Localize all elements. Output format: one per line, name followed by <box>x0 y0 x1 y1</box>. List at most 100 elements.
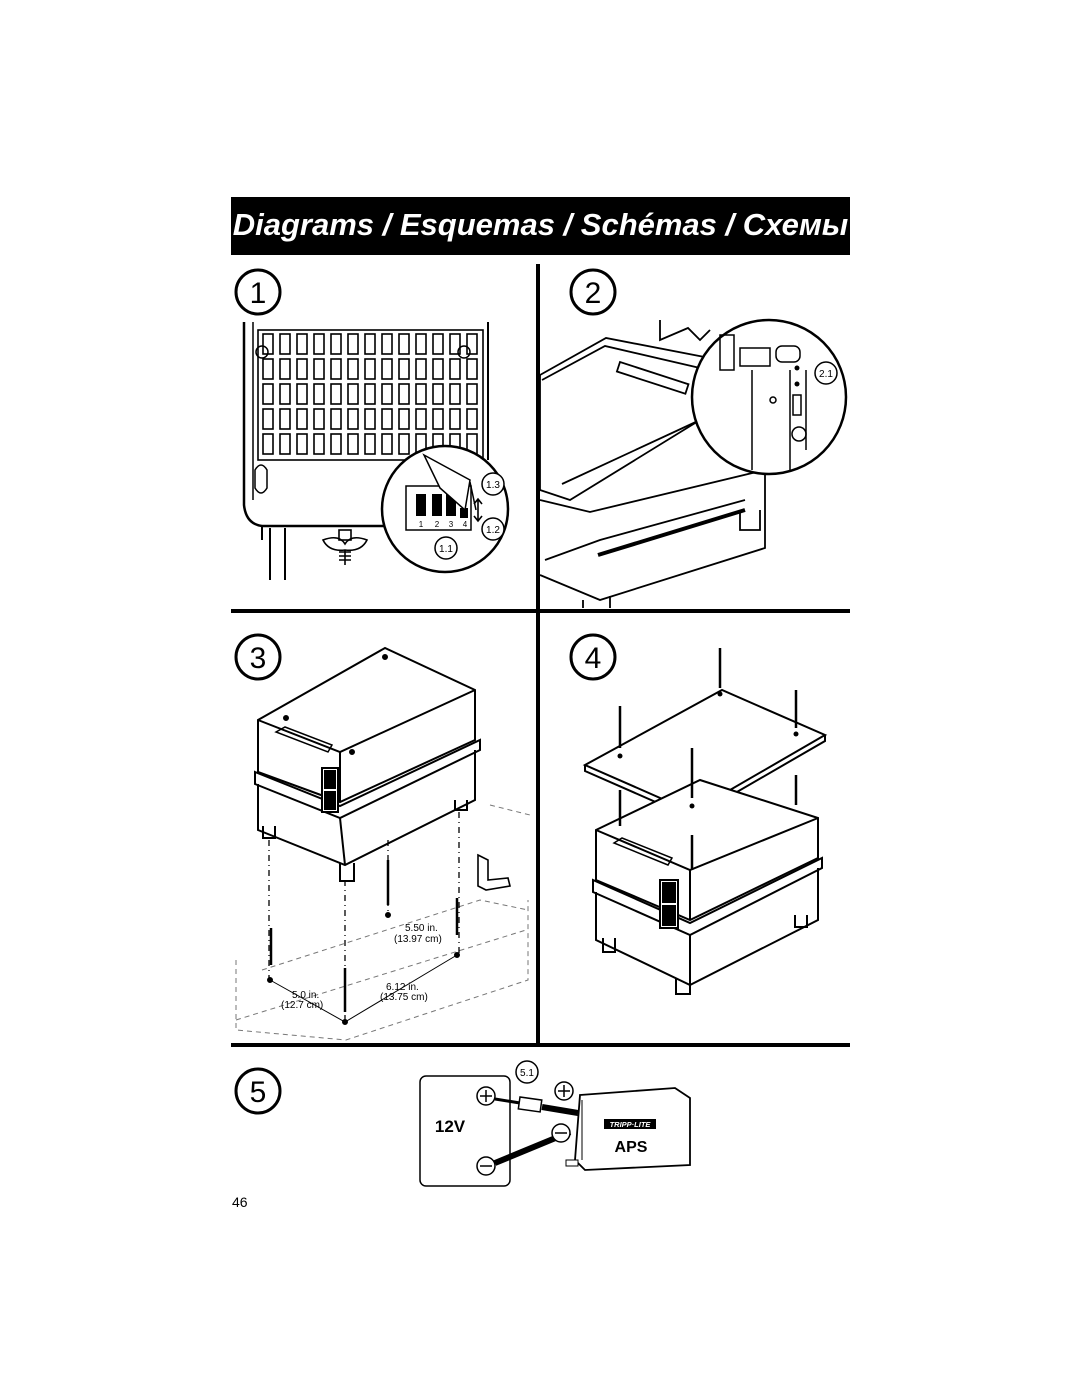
unit-top-view <box>539 320 766 608</box>
dimension-labels: 5.50 in. (13.97 cm) 6.12 in. (13.75 cm) … <box>281 923 442 1011</box>
vent-slot <box>262 383 274 405</box>
vent-slot <box>381 383 393 405</box>
battery-voltage-label: 12V <box>435 1117 466 1136</box>
connector-plug <box>719 334 735 371</box>
vent-slot <box>347 408 359 430</box>
panel-5: 5 12V 5.1 <box>234 1060 691 1187</box>
svg-text:6.12 in.: 6.12 in. <box>386 982 419 993</box>
title-bar: Diagrams / Esquemas / Schémas / Схемы <box>231 197 850 255</box>
vent-slot <box>415 358 427 380</box>
panel-number: 5 <box>250 1076 267 1109</box>
vent-slot <box>466 408 478 430</box>
vent-slot <box>330 408 342 430</box>
vent-slot <box>466 358 478 380</box>
keyhole-mount <box>254 464 268 494</box>
vent-slot <box>415 408 427 430</box>
svg-text:(13.97 cm): (13.97 cm) <box>394 934 442 945</box>
vent-slot <box>347 383 359 405</box>
svg-text:1: 1 <box>419 520 424 529</box>
vent-slot <box>415 383 427 405</box>
vent-slot <box>398 433 410 455</box>
vent-slot <box>330 333 342 355</box>
vent-slot <box>313 383 325 405</box>
vent-slot <box>262 408 274 430</box>
vent-slot <box>449 333 461 355</box>
vent-slot <box>279 433 291 455</box>
floor-outline <box>235 804 531 1041</box>
vent-slot <box>432 408 444 430</box>
svg-text:(13.75 cm): (13.75 cm) <box>380 992 428 1003</box>
vent-slot <box>449 358 461 380</box>
up-down-arrow-icon <box>473 497 483 523</box>
panel-number-badge: 5 <box>234 1067 282 1115</box>
vent-slot <box>449 383 461 405</box>
vent-slot <box>279 333 291 355</box>
panel-number-badge: 4 <box>569 633 617 681</box>
vent-slot <box>262 358 274 380</box>
svg-text:(12.7 cm): (12.7 cm) <box>281 1000 323 1011</box>
vent-slot <box>296 383 308 405</box>
vent-slot <box>432 333 444 355</box>
vent-slot <box>449 408 461 430</box>
panel-number: 1 <box>250 277 267 310</box>
svg-text:1.2: 1.2 <box>486 525 500 536</box>
vent-slot <box>347 358 359 380</box>
vent-slot <box>313 333 325 355</box>
dip-switch-3 <box>446 494 456 516</box>
bracket-icon <box>477 853 511 891</box>
callout-1-3: 1.3 <box>481 472 505 496</box>
svg-text:4: 4 <box>463 520 468 529</box>
panel-number: 3 <box>250 642 267 675</box>
callout-1-1: 1.1 <box>434 536 458 560</box>
vent-slot <box>347 333 359 355</box>
vent-slot <box>296 358 308 380</box>
aps-label: APS <box>615 1139 648 1156</box>
vent-slot <box>381 408 393 430</box>
screw-holes <box>617 691 799 809</box>
vent-slot <box>398 333 410 355</box>
unit-isometric-4 <box>592 778 823 995</box>
svg-text:2.1: 2.1 <box>819 369 833 380</box>
page-number: 46 <box>232 1194 248 1210</box>
vent-slot <box>364 433 376 455</box>
battery-negative-terminal-icon <box>476 1156 496 1176</box>
vent-slot <box>364 333 376 355</box>
battery-12v: 12V <box>419 1075 511 1187</box>
vent-slot <box>279 408 291 430</box>
floor-bolts <box>269 860 459 1012</box>
vent-slot <box>398 358 410 380</box>
svg-text:1.3: 1.3 <box>486 480 500 491</box>
vent-slot <box>415 333 427 355</box>
screw-hole <box>457 345 471 359</box>
power-cord <box>269 528 286 580</box>
screwdriver-icon <box>422 453 471 512</box>
battery-positive-terminal-icon <box>476 1086 496 1106</box>
vent-slot <box>381 433 393 455</box>
svg-text:1.1: 1.1 <box>439 544 453 555</box>
callout-5-1: 5.1 <box>515 1060 539 1084</box>
vent-slot <box>262 433 274 455</box>
svg-text:5.1: 5.1 <box>520 1068 534 1079</box>
panel-number: 2 <box>585 277 602 310</box>
unit-rear-view <box>242 322 489 580</box>
aps-negative-terminal-icon <box>551 1123 571 1143</box>
panel-1: 1 <box>234 268 510 580</box>
vent-slot <box>347 433 359 455</box>
page-title: Diagrams / Esquemas / Schémas / Схемы <box>232 207 849 242</box>
vent-slot <box>364 383 376 405</box>
svg-text:5.0 in.: 5.0 in. <box>292 990 319 1001</box>
vent-slot <box>381 358 393 380</box>
vent-slot <box>296 433 308 455</box>
svg-text:2: 2 <box>435 520 440 529</box>
dimension-lines <box>267 912 460 1025</box>
dip-switch-zoom: 1 2 3 4 <box>380 444 510 574</box>
dip-switch-4 <box>460 508 468 518</box>
panel-number: 4 <box>585 642 602 675</box>
vent-slot <box>364 358 376 380</box>
vent-grille <box>257 329 484 461</box>
vent-slot <box>432 383 444 405</box>
connector-strip <box>615 360 690 395</box>
vent-slot <box>279 358 291 380</box>
